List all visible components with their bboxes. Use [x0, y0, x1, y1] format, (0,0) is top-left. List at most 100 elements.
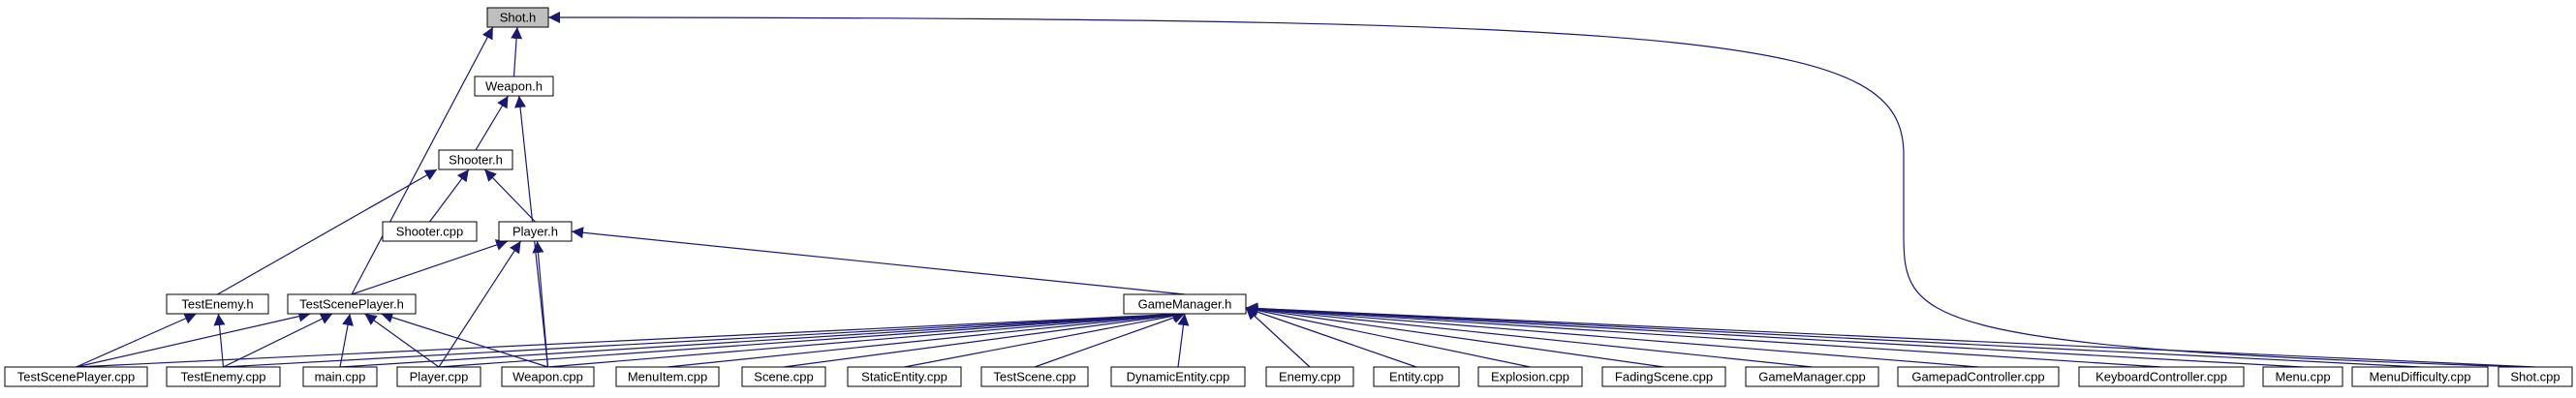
node-label: Entity.cpp	[1389, 370, 1443, 384]
edge-main_cpp-to-testsceneplayer_h	[339, 313, 354, 368]
node-box	[166, 293, 269, 315]
edge-shooter_h-to-weapon_h	[475, 95, 510, 151]
node-weapon-cpp[interactable]: Weapon.cpp	[501, 366, 595, 387]
edge-shot_cpp-to-gamemanager_h	[1245, 302, 2536, 368]
node-staticentity-cpp[interactable]: StaticEntity.cpp	[847, 366, 962, 387]
node-keyboardcontroller-cpp[interactable]: KeyboardController.cpp	[2078, 366, 2245, 387]
node-label: GameManager.cpp	[1758, 370, 1866, 384]
node-box	[1110, 366, 1246, 387]
edge-gamemanager_cpp-to-gamemanager_h	[1245, 303, 1813, 368]
node-box	[1265, 366, 1354, 387]
node-box	[474, 76, 554, 97]
node-box	[980, 366, 1089, 387]
node-label: Menu.cpp	[2275, 370, 2330, 384]
node-box	[2351, 366, 2489, 387]
node-shot-cpp[interactable]: Shot.cpp	[2498, 366, 2573, 387]
edge-dynamicentity_cpp-to-gamemanager_h	[1177, 313, 1190, 368]
node-testenemy-cpp[interactable]: TestEnemy.cpp	[166, 366, 281, 387]
node-label: TestEnemy.h	[181, 297, 253, 312]
node-box	[382, 221, 478, 242]
node-weapon-h[interactable]: Weapon.h	[474, 76, 554, 97]
node-label: Weapon.cpp	[512, 370, 583, 384]
edge-testenemy_h-to-shooter_h	[217, 168, 438, 295]
node-label: Weapon.h	[485, 79, 543, 94]
node-menuitem-cpp[interactable]: MenuItem.cpp	[615, 366, 720, 387]
node-gamemanager-h[interactable]: GameManager.h	[1123, 293, 1247, 315]
edge-menudifficulty_cpp-to-gamemanager_h	[1245, 302, 2421, 368]
node-box	[615, 366, 720, 387]
node-box	[2262, 366, 2343, 387]
node-gamemanager-cpp[interactable]: GameManager.cpp	[1745, 366, 1879, 387]
edge-player_cpp-to-testsceneplayer_h	[364, 313, 440, 368]
edge-scene_cpp-to-gamemanager_h	[783, 309, 1186, 368]
node-main-cpp[interactable]: main.cpp	[302, 366, 378, 387]
node-label: MenuDifficulty.cpp	[2369, 370, 2470, 384]
edge-player_h-to-shooter_h	[483, 168, 536, 223]
node-box	[302, 366, 378, 387]
edge-weapon_cpp-to-gamemanager_h	[547, 309, 1186, 368]
edge-explosion_cpp-to-gamemanager_h	[1245, 304, 1531, 368]
edge-menuitem_cpp-to-gamemanager_h	[667, 309, 1186, 368]
node-label: TestScenePlayer.h	[299, 297, 404, 312]
edge-testscene_cpp-to-gamemanager_h	[1034, 312, 1186, 368]
node-testenemy-h[interactable]: TestEnemy.h	[166, 293, 269, 315]
node-label: Shooter.h	[449, 153, 503, 168]
node-label: Shot.h	[500, 11, 537, 25]
node-box	[501, 366, 595, 387]
node-player-h[interactable]: Player.h	[498, 221, 573, 242]
node-label: Shooter.cpp	[396, 225, 463, 239]
edge-weapon_cpp-to-player_h	[532, 240, 549, 368]
node-fadingscene-cpp[interactable]: FadingScene.cpp	[1601, 366, 1726, 387]
node-box	[2078, 366, 2245, 387]
node-box	[1897, 366, 2060, 387]
node-box	[1123, 293, 1247, 315]
edge-shot_cpp-to-shot_h	[547, 12, 2527, 368]
node-label: Scene.cpp	[754, 370, 813, 384]
node-dynamicentity-cpp[interactable]: DynamicEntity.cpp	[1110, 366, 1246, 387]
node-gamepadcontroller-cpp[interactable]: GamepadController.cpp	[1897, 366, 2060, 387]
edge-staticentity_cpp-to-gamemanager_h	[904, 310, 1186, 368]
node-label: KeyboardController.cpp	[2095, 370, 2227, 384]
node-player-cpp[interactable]: Player.cpp	[396, 366, 481, 387]
node-label: TestEnemy.cpp	[181, 370, 266, 384]
node-menu-cpp[interactable]: Menu.cpp	[2262, 366, 2343, 387]
edge-menu_cpp-to-gamemanager_h	[1245, 302, 2304, 368]
node-label: Player.cpp	[410, 370, 469, 384]
node-box	[1477, 366, 1583, 387]
node-box	[396, 366, 481, 387]
edge-keyboardcontroller_cpp-to-gamemanager_h	[1245, 302, 2162, 368]
node-box	[1745, 366, 1879, 387]
node-menudifficulty-cpp[interactable]: MenuDifficulty.cpp	[2351, 366, 2489, 387]
edge-testsceneplayer_cpp-to-testsceneplayer_h	[76, 310, 311, 368]
node-label: TestScene.cpp	[993, 370, 1075, 384]
edge-gamemanager_h-to-player_h	[571, 227, 1186, 295]
node-shooter-cpp[interactable]: Shooter.cpp	[382, 221, 478, 242]
node-label: TestScenePlayer.cpp	[17, 370, 135, 384]
node-label: main.cpp	[315, 370, 366, 384]
edge-player_cpp-to-gamemanager_h	[438, 308, 1186, 368]
node-label: GamepadController.cpp	[1911, 370, 2044, 384]
node-label: GameManager.h	[1138, 297, 1232, 312]
node-scene-cpp[interactable]: Scene.cpp	[741, 366, 826, 387]
node-testsceneplayer-cpp[interactable]: TestScenePlayer.cpp	[4, 366, 148, 387]
node-testscene-cpp[interactable]: TestScene.cpp	[980, 366, 1089, 387]
node-label: Enemy.cpp	[1279, 370, 1341, 384]
edge-entity_cpp-to-gamemanager_h	[1245, 306, 1417, 368]
edge-player_cpp-to-player_h	[438, 240, 522, 368]
node-testsceneplayer-h[interactable]: TestScenePlayer.h	[287, 293, 417, 315]
edge-fadingscene_cpp-to-gamemanager_h	[1245, 303, 1664, 368]
node-box	[438, 149, 513, 170]
edge-enemy_cpp-to-gamemanager_h	[1245, 307, 1311, 368]
edges-layer	[76, 12, 2536, 368]
node-label: FadingScene.cpp	[1615, 370, 1713, 384]
node-enemy-cpp[interactable]: Enemy.cpp	[1265, 366, 1354, 387]
node-label: MenuItem.cpp	[628, 370, 707, 384]
node-shot-h[interactable]: Shot.h	[486, 7, 549, 28]
node-explosion-cpp[interactable]: Explosion.cpp	[1477, 366, 1583, 387]
node-shooter-h[interactable]: Shooter.h	[438, 149, 513, 170]
node-entity-cpp[interactable]: Entity.cpp	[1373, 366, 1460, 387]
node-box	[2498, 366, 2573, 387]
node-box	[847, 366, 962, 387]
